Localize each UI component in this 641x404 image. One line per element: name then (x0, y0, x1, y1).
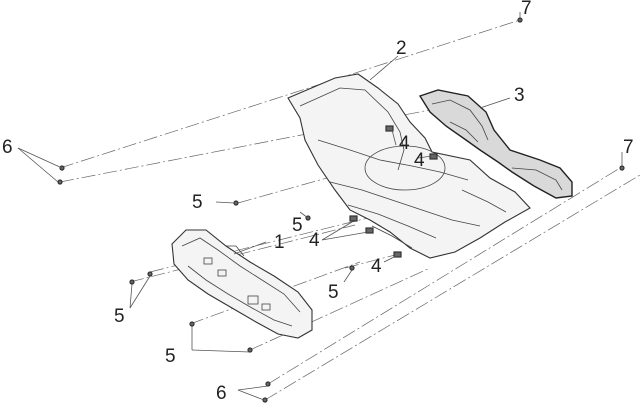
callout-6b: 6 (216, 383, 227, 404)
callout-4c: 4 (309, 230, 320, 251)
callout-2: 2 (396, 38, 407, 59)
callout-5d: 5 (328, 282, 339, 303)
callout-1: 1 (274, 232, 285, 253)
callout-6a: 6 (2, 137, 13, 158)
callout-7a: 7 (521, 0, 532, 19)
callout-5c: 5 (114, 306, 125, 327)
callout-5e: 5 (165, 346, 176, 367)
fasteners (57, 17, 625, 403)
callout-3: 3 (514, 85, 525, 106)
callout-7b: 7 (623, 137, 634, 158)
leader-lines (17, 12, 623, 401)
instrument-cluster-part (171, 229, 313, 339)
callout-5a: 5 (192, 192, 203, 213)
callout-4a: 4 (399, 133, 410, 154)
callout-4b: 4 (414, 150, 425, 171)
callout-4d: 4 (371, 256, 382, 277)
callout-5b: 5 (292, 215, 303, 236)
upper-cover-part (287, 73, 573, 259)
